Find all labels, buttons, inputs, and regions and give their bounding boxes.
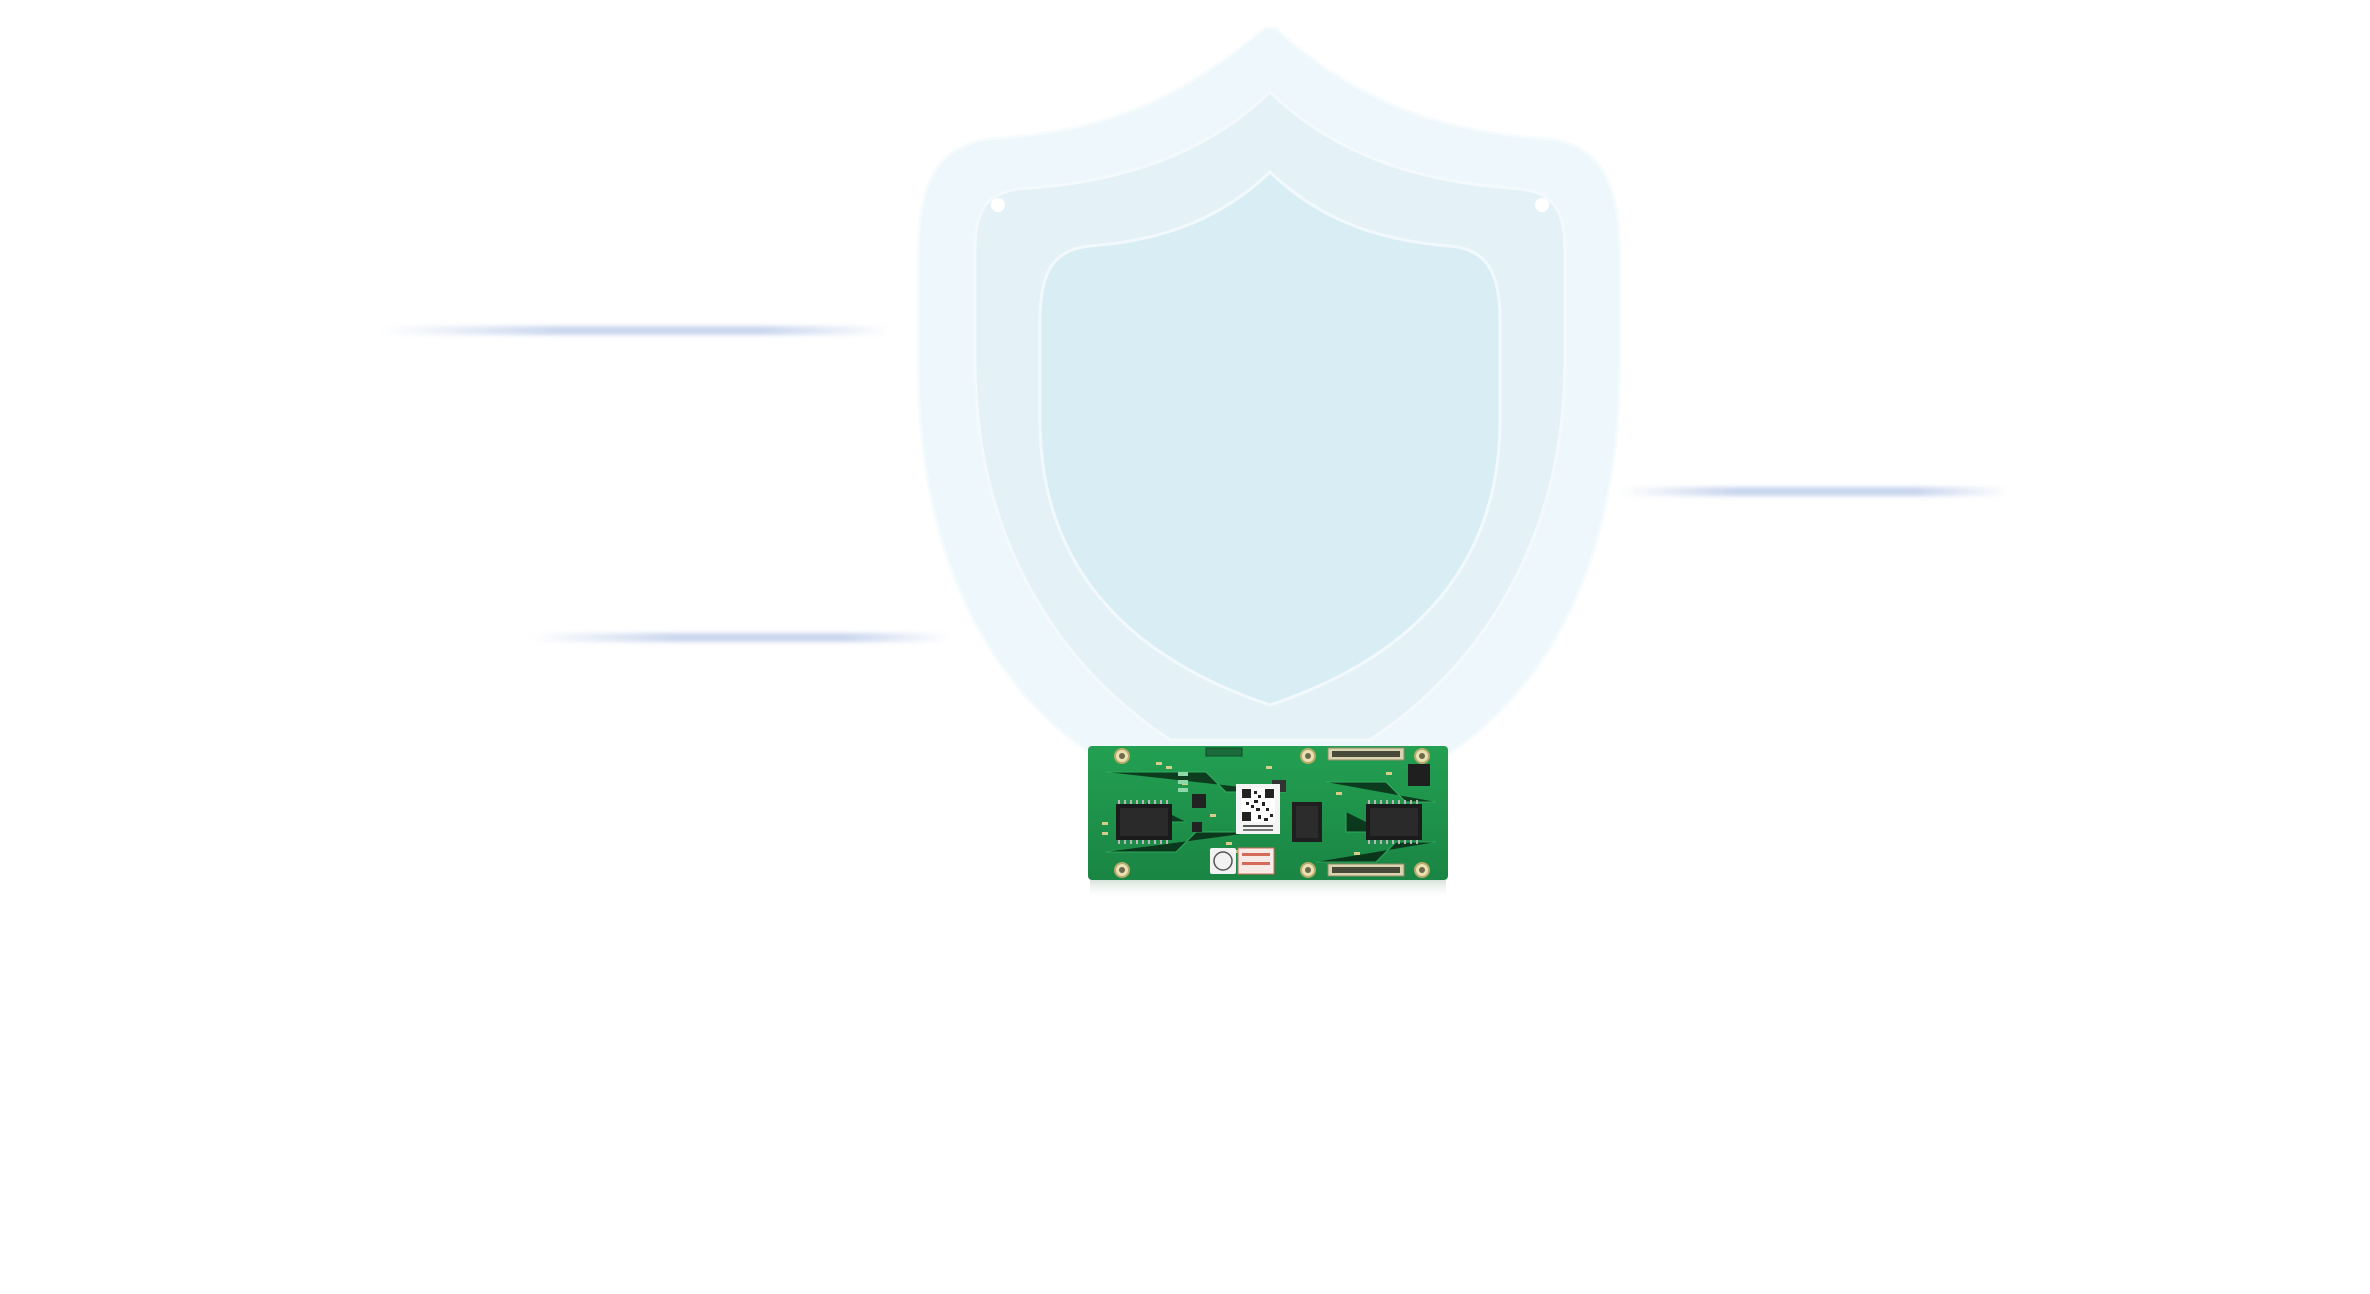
shield-rivet-left — [991, 198, 1005, 212]
compliance-stickers — [1210, 847, 1275, 875]
speed-line-left-bottom — [530, 633, 950, 642]
mounting-holes — [1114, 748, 1430, 878]
shield-rivet-right — [1535, 198, 1549, 212]
status-leds — [1178, 772, 1188, 792]
speed-line-left-top — [380, 326, 890, 335]
circuit-board-icon — [1088, 746, 1448, 900]
board-connectors — [1205, 747, 1405, 877]
board-chips — [1116, 764, 1430, 844]
board-reflection — [1090, 880, 1446, 900]
speed-line-right — [1620, 487, 2010, 496]
shield-inner-layer — [1038, 169, 1502, 707]
qr-code-icon — [1236, 784, 1280, 834]
